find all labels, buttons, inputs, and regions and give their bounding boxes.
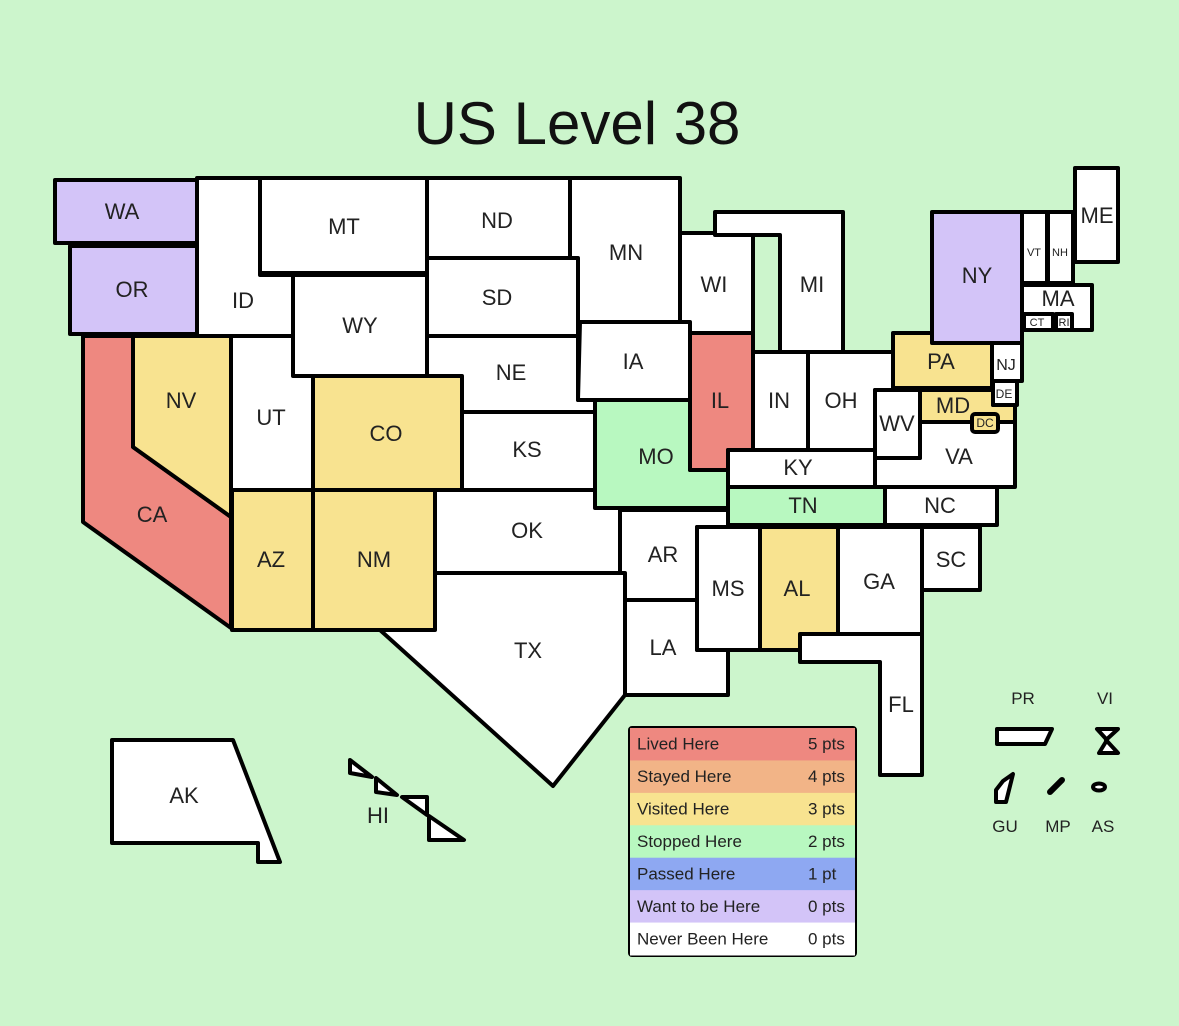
- state-nc[interactable]: [883, 485, 999, 527]
- state-dc[interactable]: [970, 412, 1000, 434]
- state-wa[interactable]: [53, 178, 199, 245]
- legend-label: Never Been Here: [637, 929, 768, 948]
- legend-points: 0 pts: [808, 929, 845, 948]
- state-or[interactable]: [68, 244, 199, 336]
- state-wy[interactable]: [291, 273, 429, 378]
- legend-label: Want to be Here: [637, 897, 760, 916]
- state-co[interactable]: [311, 374, 464, 492]
- page-title: US Level 38: [414, 90, 741, 157]
- state-ga[interactable]: [836, 525, 924, 636]
- label-vi: VI: [1097, 689, 1113, 708]
- state-me[interactable]: [1073, 166, 1120, 264]
- state-ky[interactable]: [726, 448, 877, 489]
- legend-row: Stayed Here 4 pts: [630, 760, 855, 794]
- legend-points: 0 pts: [808, 897, 845, 916]
- state-tn[interactable]: [726, 485, 887, 527]
- state-de[interactable]: [991, 379, 1019, 407]
- territory-pr[interactable]: [995, 727, 1054, 746]
- state-ok[interactable]: [433, 488, 622, 575]
- state-ia[interactable]: [576, 320, 692, 402]
- state-al[interactable]: [758, 525, 840, 652]
- legend-points: 2 pts: [808, 832, 845, 851]
- legend-swatch: [630, 857, 855, 891]
- label-as: AS: [1092, 817, 1115, 836]
- state-hi[interactable]: [348, 758, 466, 842]
- legend-swatch: [630, 760, 855, 794]
- state-in[interactable]: [751, 350, 810, 452]
- state-ks[interactable]: [460, 410, 597, 492]
- legend-row: Visited Here 3 pts: [630, 792, 855, 826]
- label-gu: GU: [992, 817, 1018, 836]
- territory-vi[interactable]: [1095, 727, 1120, 755]
- state-mt[interactable]: [258, 176, 429, 275]
- legend-swatch: [630, 922, 855, 956]
- legend-row: Lived Here 5 pts: [630, 728, 855, 761]
- legend-points: 4 pts: [808, 767, 845, 786]
- legend-row: Never Been Here 0 pts: [630, 922, 855, 956]
- state-ct[interactable]: [1022, 312, 1055, 332]
- legend-row: Stopped Here 2 pts: [630, 825, 855, 859]
- state-az[interactable]: [230, 488, 315, 632]
- state-ri[interactable]: [1054, 312, 1074, 332]
- territory-mp[interactable]: [1047, 777, 1065, 795]
- state-ak[interactable]: [110, 738, 282, 864]
- legend-label: Visited Here: [637, 800, 729, 819]
- legend-points: 3 pts: [808, 800, 845, 819]
- legend-row: Passed Here 1 pt: [630, 857, 855, 891]
- label-mp: MP: [1045, 817, 1071, 836]
- state-ms[interactable]: [695, 525, 762, 652]
- state-ny[interactable]: [930, 210, 1024, 345]
- label-pr: PR: [1011, 689, 1035, 708]
- state-mn[interactable]: [568, 176, 682, 324]
- legend-swatch: [630, 825, 855, 859]
- legend-label: Passed Here: [637, 864, 735, 883]
- legend-swatch: [630, 728, 855, 761]
- legend-swatch: [630, 792, 855, 826]
- state-nm[interactable]: [311, 488, 437, 632]
- state-wi[interactable]: [678, 231, 755, 335]
- territory-as[interactable]: [1091, 781, 1107, 793]
- state-fl[interactable]: [798, 632, 924, 777]
- legend-row: Want to be Here 0 pts: [630, 890, 855, 924]
- label-hi: HI: [367, 803, 389, 828]
- legend-label: Stopped Here: [637, 832, 742, 851]
- state-nd[interactable]: [425, 176, 572, 260]
- state-sc[interactable]: [920, 525, 982, 592]
- state-nh[interactable]: [1046, 210, 1075, 285]
- territory-gu[interactable]: [994, 772, 1015, 804]
- legend-label: Stayed Here: [637, 767, 732, 786]
- legend-points: 1 pt: [808, 864, 837, 883]
- legend-swatch: [630, 890, 855, 924]
- state-sd[interactable]: [425, 256, 580, 338]
- state-vt[interactable]: [1020, 210, 1049, 285]
- legend-points: 5 pts: [808, 735, 845, 754]
- state-nj[interactable]: [990, 341, 1024, 383]
- state-wv[interactable]: [873, 388, 922, 460]
- legend-label: Lived Here: [637, 735, 719, 754]
